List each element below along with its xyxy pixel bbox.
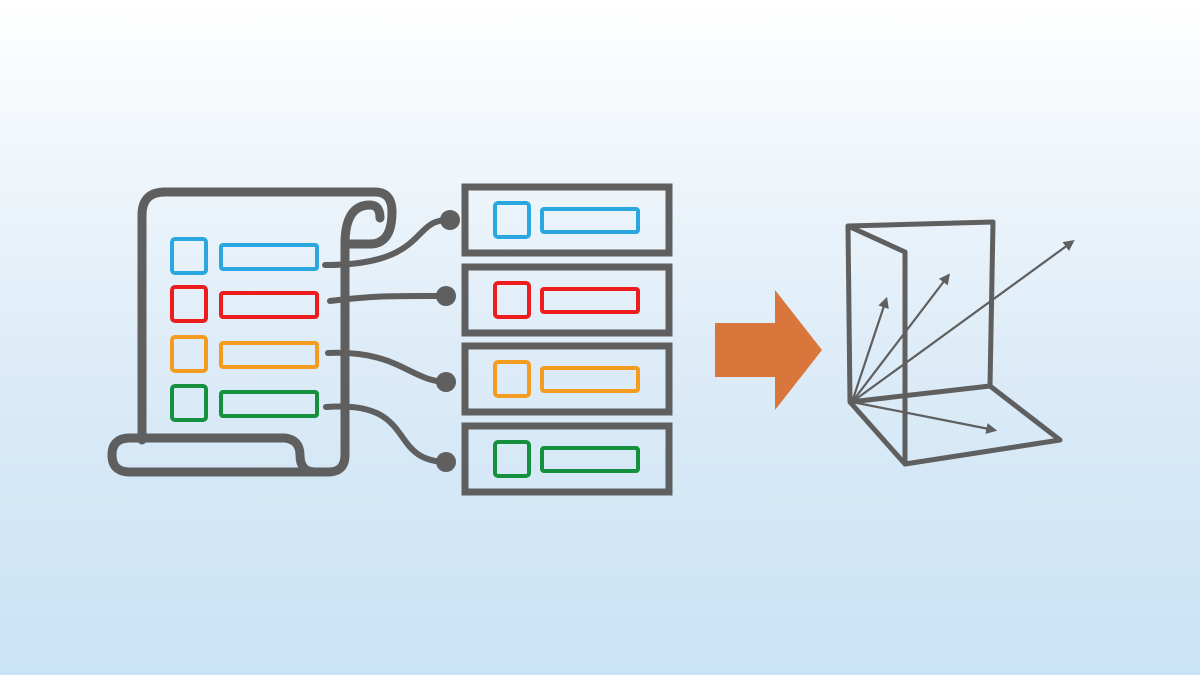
field-connectors — [322, 210, 460, 472]
record-square-orange — [493, 360, 531, 398]
record-bar-blue — [540, 207, 640, 234]
record-bar-red — [540, 287, 640, 314]
doc-field-bar-red — [219, 291, 319, 319]
connector-dot-blue — [440, 210, 460, 230]
doc-field-square-red — [170, 285, 208, 323]
scroll-body-outline — [107, 187, 397, 477]
record-bar-orange — [540, 366, 640, 393]
vector-arrow-2 — [851, 273, 950, 403]
record-card-frame — [461, 183, 673, 257]
scroll-top-curl — [340, 200, 385, 249]
doc-field-bar-green — [219, 390, 319, 418]
vector-arrow-4 — [851, 400, 998, 434]
record-card-frame — [461, 422, 673, 496]
record-card-frame — [461, 263, 673, 337]
connector-line-red — [327, 292, 451, 304]
record-card-red — [461, 263, 673, 337]
back-wall — [845, 219, 996, 389]
record-card-orange — [461, 342, 673, 416]
record-square-green — [493, 440, 531, 478]
connector-dot-green — [436, 452, 456, 472]
record-stack-icon — [461, 183, 673, 496]
doc-field-bar-blue — [219, 243, 319, 271]
record-bar-green — [540, 446, 640, 473]
record-square-red — [493, 281, 531, 319]
doc-field-square-blue — [170, 237, 208, 275]
connector-line-green — [323, 403, 451, 465]
doc-field-bar-orange — [219, 341, 319, 369]
document-fields — [170, 237, 319, 422]
scroll-document-icon — [107, 187, 397, 477]
3d-vector-space-icon — [845, 219, 1063, 467]
record-card-green — [461, 422, 673, 496]
connector-dot-orange — [436, 372, 456, 392]
vector-arrow-1 — [850, 296, 889, 403]
vector-arrows — [850, 240, 1075, 434]
record-card-frame — [461, 342, 673, 416]
vector-arrow-3 — [851, 240, 1075, 403]
doc-field-square-green — [170, 384, 208, 422]
connector-dot-red — [436, 286, 456, 306]
right-arrow-icon — [715, 290, 822, 410]
floor — [847, 383, 1063, 467]
connector-line-blue — [322, 216, 453, 268]
record-card-blue — [461, 183, 673, 257]
doc-field-square-orange — [170, 335, 208, 373]
record-square-blue — [493, 201, 531, 239]
